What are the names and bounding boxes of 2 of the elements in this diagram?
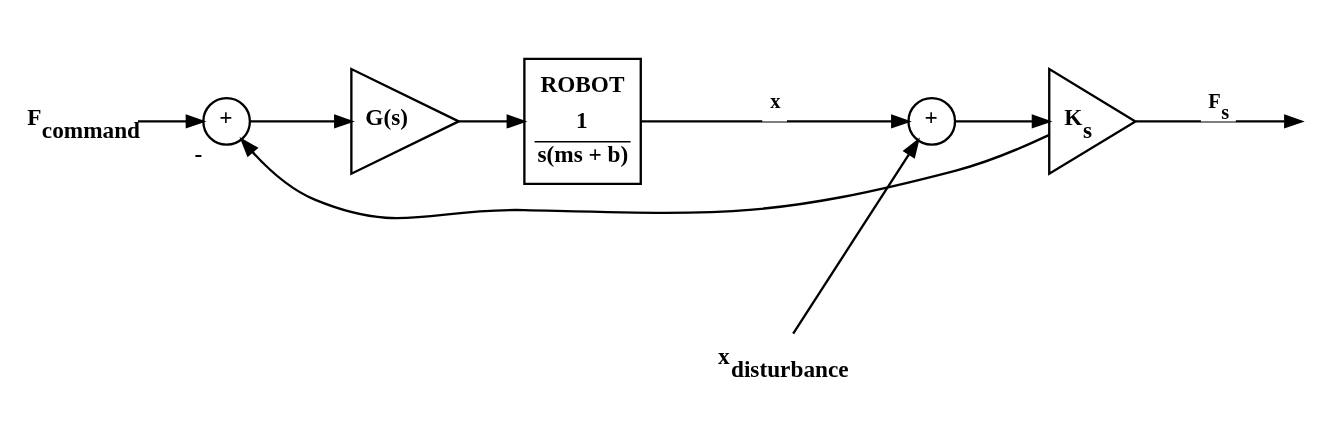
edge-label: x (770, 89, 781, 112)
node-label: - (194, 140, 203, 167)
